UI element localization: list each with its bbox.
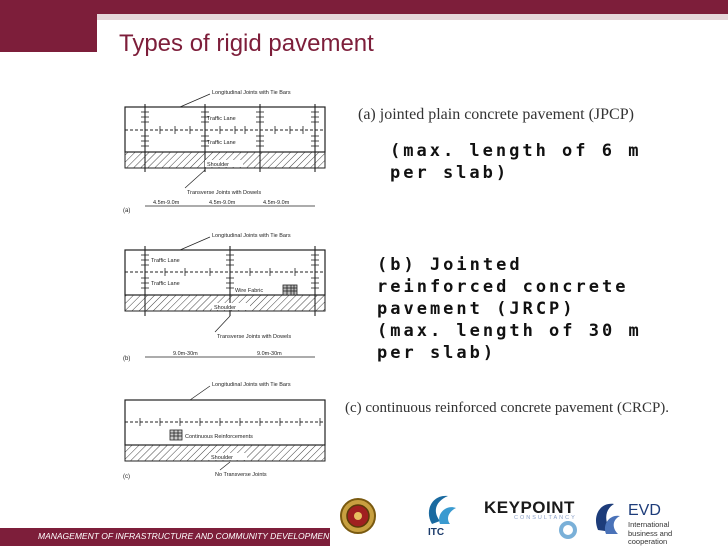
label-dowels-a: Transverse Joints with Dowels	[187, 190, 261, 196]
header-stripe	[97, 14, 728, 20]
footer-text: MANAGEMENT OF INFRASTRUCTURE AND COMMUNI…	[38, 531, 335, 541]
panel-label-b: (b)	[123, 356, 130, 362]
caption-c: (c) continuous reinforced concrete pavem…	[345, 400, 670, 416]
label-tie-bars-b: Longitudinal Joints with Tie Bars	[212, 233, 291, 239]
label-no-joints: No Transverse Joints	[215, 472, 267, 478]
label-continuous-reinforcements: Continuous Reinforcements	[185, 434, 253, 440]
seal-logo	[340, 498, 376, 534]
label-shoulder-a: Shoulder	[207, 162, 229, 168]
footer-bar: MANAGEMENT OF INFRASTRUCTURE AND COMMUNI…	[0, 528, 334, 546]
evd-logo	[595, 503, 620, 534]
itc-logo	[428, 495, 456, 524]
reinforcement-grid-icon	[169, 429, 183, 441]
evd-logo-line-1: International	[628, 520, 670, 529]
slide-title: Types of rigid pavement	[119, 30, 374, 57]
label-dowels-b: Transverse Joints with Dowels	[217, 334, 291, 340]
caption-b: (b) Jointed reinforced concrete pavement…	[377, 255, 642, 363]
label-traffic-lane-a2: Traffic Lane	[207, 140, 236, 146]
label-traffic-lane-a1: Traffic Lane	[207, 116, 236, 122]
label-tie-bars-c: Longitudinal Joints with Tie Bars	[212, 382, 291, 388]
dim-a-1: 4.5m-9.0m	[153, 200, 180, 206]
caption-a: (a) jointed plain concrete pavement (JPC…	[358, 106, 634, 123]
evd-logo-line-2: business and	[628, 529, 673, 538]
dim-a-3: 4.5m-9.0m	[263, 200, 290, 206]
header-bar-right	[97, 0, 728, 14]
header-bar-left	[0, 0, 97, 52]
keypoint-logo-subtext: CONSULTANCY	[514, 515, 577, 521]
dim-a-2: 4.5m-9.0m	[209, 200, 236, 206]
label-shoulder-c: Shoulder	[211, 455, 233, 461]
dim-b-1: 9.0m-30m	[173, 351, 198, 357]
evd-logo-text: EVD	[628, 502, 661, 519]
wire-fabric-icon	[282, 284, 298, 296]
evd-logo-line-3: cooperation	[628, 537, 668, 546]
label-traffic-lane-b2: Traffic Lane	[151, 281, 180, 287]
label-wire-fabric: Wire Fabric	[235, 288, 263, 294]
keypoint-logo	[559, 521, 577, 539]
logo-strip	[340, 495, 620, 539]
label-tie-bars-a: Longitudinal Joints with Tie Bars	[212, 90, 291, 96]
label-shoulder-b: Shoulder	[214, 305, 236, 311]
caption-a-note: (max. length of 6 m per slab)	[390, 141, 642, 183]
diagram-jpcp: Longitudinal Joints with Tie Bars Traffi…	[123, 90, 326, 214]
itc-logo-text: ITC	[428, 527, 445, 538]
panel-label-c: (c)	[123, 474, 130, 480]
keypoint-logo-text: KEYPOINT	[484, 498, 575, 517]
dim-b-2: 9.0m-30m	[257, 351, 282, 357]
diagram-jrcp: Longitudinal Joints with Tie Bars Traffi…	[123, 233, 326, 362]
panel-label-a: (a)	[123, 208, 130, 214]
diagram-crcp: Longitudinal Joints with Tie Bars Contin…	[123, 382, 326, 480]
pavement-figure: Longitudinal Joints with Tie Bars Traffi…	[123, 90, 326, 480]
label-traffic-lane-b1: Traffic Lane	[151, 258, 180, 264]
